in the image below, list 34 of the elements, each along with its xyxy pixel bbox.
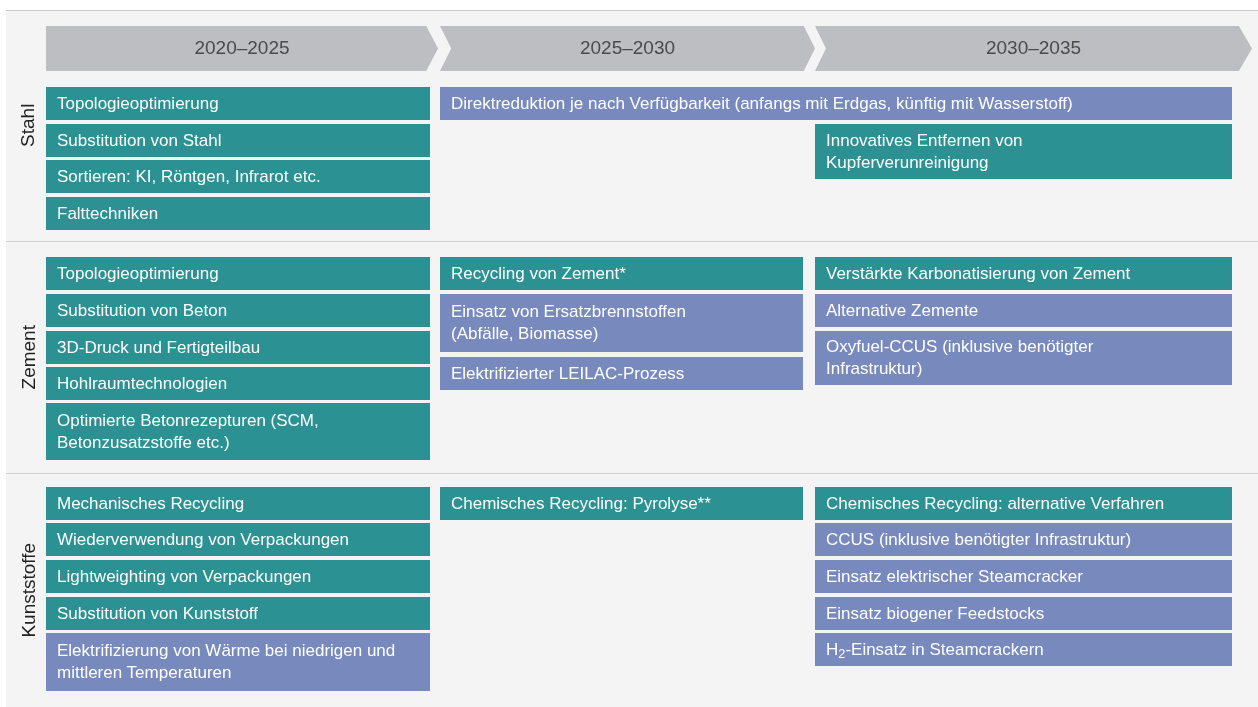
measure-box: Mechanisches Recycling [46,487,430,520]
period-header: 2030–2035 [815,26,1252,71]
measure-box: Optimierte Betonrezepturen (SCM, Betonzusatzstoffe etc.) [46,403,430,460]
measure-box: Lightweighting von Verpackungen [46,560,430,593]
row-label: Stahl [16,103,40,148]
measure-box: Falttechniken [46,197,430,230]
measure-box: Sortieren: KI, Röntgen, Infrarot etc. [46,160,430,193]
measure-box: Verstärkte Karbonatisierung von Zement [815,257,1232,290]
measure-box: Einsatz biogener Feedstocks [815,597,1232,630]
measure-box: Innovatives Entfernen von Kupferverunreinigung [815,124,1232,179]
measure-box: CCUS (inklusive benötigter Infrastruktur) [815,523,1232,556]
measure-box: Elektrifizierung von Wärme bei niedrigen und mittleren Temperaturen [46,633,430,691]
measure-box: Direktreduktion je nach Verfügbarkeit (anfangs mit Erdgas, künftig mit Wasserstoff) [440,87,1232,120]
measure-box: 3D-Druck und Fertigteilbau [46,331,430,364]
measure-box: Recycling von Zement* [440,257,803,290]
measure-box: Chemisches Recycling: Pyrolyse** [440,487,803,520]
row-label: Zement [16,325,40,390]
measure-box: Einsatz von Ersatzbrennstoffen (Abfälle, Biomasse) [440,294,803,352]
measure-box: Topologieoptimierung [46,257,430,290]
measure-box: Oxyfuel-CCUS (inklusive benötigter Infrastruktur) [815,331,1232,385]
measure-box: Substitution von Stahl [46,124,430,157]
measure-box: Substitution von Beton [46,294,430,327]
measure-box: Einsatz elektrischer Steamcracker [815,560,1232,593]
measure-box: H$_{2}$-Einsatz in Steamcrackern [815,633,1232,666]
measure-box: Chemisches Recycling: alternative Verfahren [815,487,1232,520]
measure-box: Topologieoptimierung [46,87,430,120]
measure-box: Substitution von Kunststoff [46,597,430,630]
measure-box: Wiederverwendung von Verpackungen [46,523,430,556]
measure-box: Alternative Zemente [815,294,1232,327]
period-header: 2025–2030 [440,26,815,71]
measure-box: Hohlraumtechnologien [46,367,430,400]
row-label: Kunststoffe [16,543,40,638]
measure-box: Elektrifizierter LEILAC-Prozess [440,357,803,390]
period-header: 2020–2025 [46,26,438,71]
